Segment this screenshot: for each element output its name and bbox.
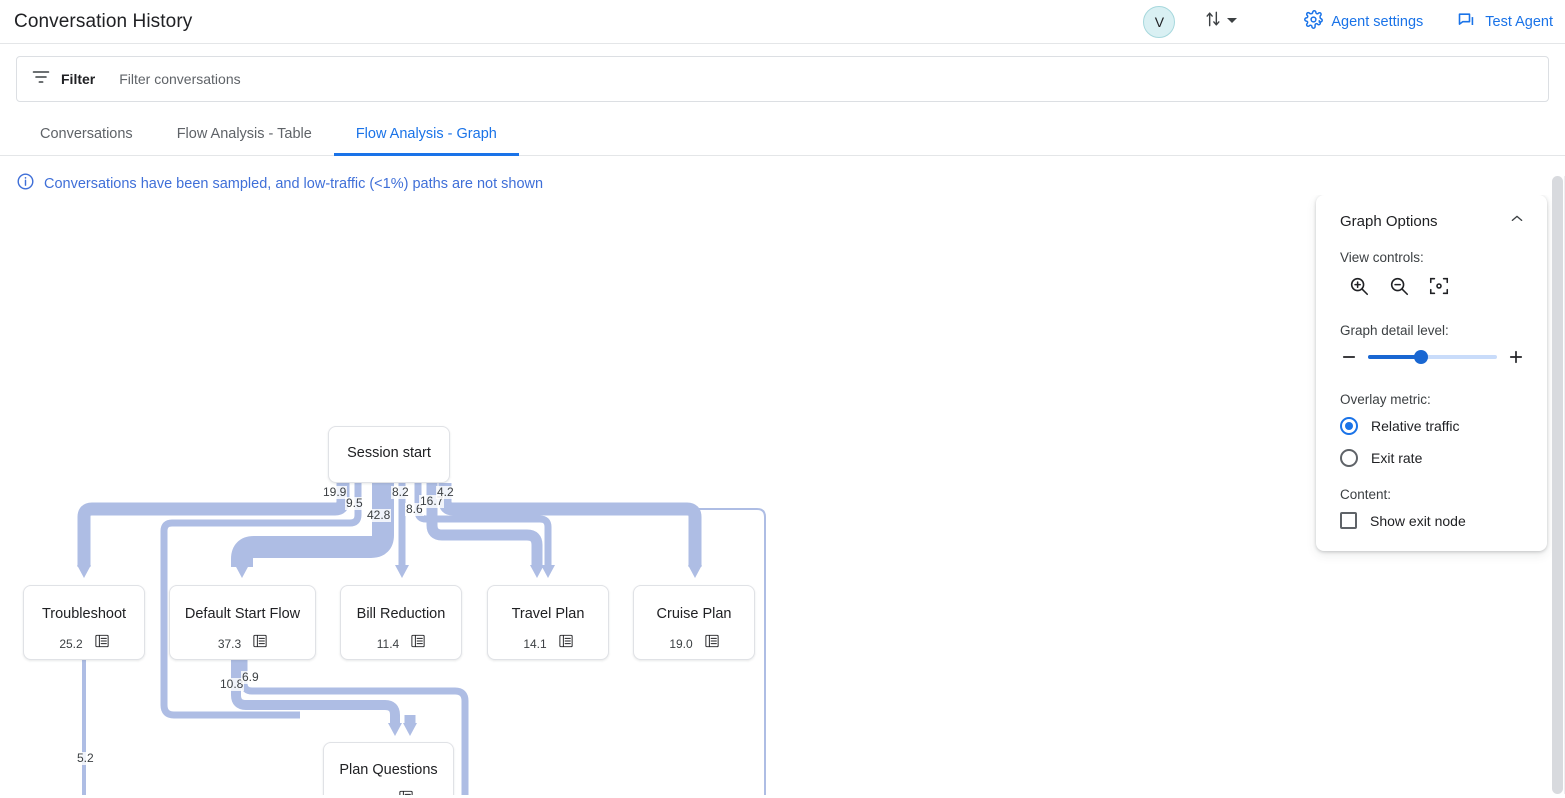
node-value: 37.3: [217, 636, 242, 651]
graph-options-panel: Graph Options View controls:: [1316, 195, 1547, 551]
node-label: Plan Questions: [339, 762, 438, 778]
radio-icon-checked[interactable]: [1340, 417, 1358, 435]
overlay-metric-label: Overlay metric:: [1340, 392, 1431, 407]
node-troubleshoot[interactable]: Troubleshoot 25.2: [23, 585, 145, 660]
sort-arrows-icon: [1203, 9, 1223, 34]
graph-detail-slider[interactable]: [1368, 350, 1497, 364]
node-bill-reduction[interactable]: Bill Reduction 11.4: [340, 585, 462, 660]
view-controls: [1340, 275, 1525, 299]
node-value: 11.4: [376, 636, 400, 651]
zoom-out-icon[interactable]: [1388, 275, 1412, 299]
edge-label: 5.2: [76, 751, 95, 765]
node-plan-questions[interactable]: Plan Questions 22.9: [323, 742, 454, 795]
chat-bubble-icon: [1457, 10, 1477, 34]
node-label: Bill Reduction: [356, 606, 446, 622]
node-value: 22.9: [364, 793, 387, 796]
view-controls-label: View controls:: [1340, 250, 1424, 265]
sampling-notice: Conversations have been sampled, and low…: [0, 156, 1565, 195]
node-cruise-plan[interactable]: Cruise Plan 19.0: [633, 585, 755, 660]
list-details-icon[interactable]: [399, 790, 413, 795]
node-metrics: 14.1: [523, 634, 573, 653]
node-label: Travel Plan: [511, 606, 585, 622]
list-details-icon[interactable]: [411, 634, 425, 653]
avatar[interactable]: V: [1143, 5, 1176, 38]
edge-label: 19.9: [322, 485, 348, 499]
agent-settings-label: Agent settings: [1331, 13, 1424, 30]
tab-conversations[interactable]: Conversations: [40, 126, 133, 142]
node-value: 14.1: [523, 636, 547, 651]
top-bar-actions: V Agent settings: [1143, 5, 1565, 38]
radio-label: Relative traffic: [1371, 418, 1460, 434]
node-label: Default Start Flow: [184, 606, 301, 622]
tab-flow-analysis-graph[interactable]: Flow Analysis - Graph: [333, 126, 519, 156]
node-value: 19.0: [669, 636, 693, 651]
page-title: Conversation History: [14, 10, 193, 32]
list-details-icon[interactable]: [95, 634, 109, 653]
edge-label: 6.9: [241, 670, 260, 684]
plus-icon[interactable]: [1507, 348, 1525, 366]
edge-label: 9.5: [345, 496, 364, 510]
list-details-icon[interactable]: [705, 634, 719, 653]
gear-icon: [1304, 10, 1324, 33]
tab-bar: Conversations Flow Analysis - Table Flow…: [0, 112, 1565, 156]
chevron-down-icon: [1226, 13, 1238, 31]
list-details-icon[interactable]: [253, 634, 267, 653]
minus-icon[interactable]: [1340, 348, 1358, 366]
zoom-in-icon[interactable]: [1348, 275, 1372, 299]
slider-fill: [1368, 355, 1421, 359]
graph-detail-label: Graph detail level:: [1340, 323, 1449, 338]
content-label: Content:: [1340, 487, 1392, 502]
edge-label: 4.2: [436, 485, 455, 499]
node-metrics: 22.9: [364, 790, 413, 795]
fit-to-screen-icon[interactable]: [1428, 275, 1452, 299]
filter-icon: [31, 67, 51, 92]
sampling-notice-text: Conversations have been sampled, and low…: [44, 175, 544, 192]
edge-label: 8.2: [391, 485, 410, 499]
test-agent-label: Test Agent: [1485, 13, 1553, 30]
node-label: Cruise Plan: [656, 606, 732, 622]
agent-settings-button[interactable]: Agent settings: [1304, 10, 1423, 33]
slider-thumb[interactable]: [1413, 350, 1428, 364]
test-agent-button[interactable]: Test Agent: [1457, 10, 1553, 34]
edge-label: 10.8: [219, 677, 245, 691]
node-label: Session start: [347, 445, 431, 461]
node-travel-plan[interactable]: Travel Plan 14.1: [487, 585, 609, 660]
radio-exit-rate[interactable]: Exit rate: [1340, 449, 1525, 467]
node-metrics: 37.3: [218, 634, 267, 653]
chevron-up-icon[interactable]: [1509, 211, 1525, 232]
node-metrics: 25.2: [59, 634, 109, 653]
node-label: Troubleshoot: [41, 606, 127, 622]
swap-agent-button[interactable]: [1203, 9, 1238, 34]
node-value: 25.2: [59, 636, 83, 651]
filter-bar[interactable]: Filter: [16, 56, 1549, 102]
radio-icon[interactable]: [1340, 449, 1358, 467]
edge-label: 42.8: [366, 508, 392, 522]
checkbox-show-exit-node[interactable]: Show exit node: [1340, 512, 1525, 529]
node-metrics: 11.4: [377, 634, 425, 653]
checkbox-icon[interactable]: [1340, 512, 1357, 529]
checkbox-label: Show exit node: [1370, 512, 1466, 529]
filter-bar-wrapper: Filter: [0, 44, 1565, 102]
graph-options-header[interactable]: Graph Options: [1340, 211, 1525, 232]
filter-label: Filter: [61, 71, 96, 87]
node-session-start[interactable]: Session start: [328, 426, 450, 483]
flow-graph-canvas[interactable]: Session start Troubleshoot 25.2 Default …: [0, 195, 1565, 795]
graph-options-title: Graph Options: [1340, 213, 1438, 230]
filter-input[interactable]: [117, 70, 618, 88]
radio-relative-traffic[interactable]: Relative traffic: [1340, 417, 1525, 435]
flow-graph-edges: [77, 483, 766, 795]
vertical-scrollbar[interactable]: [1552, 176, 1563, 794]
node-default-start-flow[interactable]: Default Start Flow 37.3: [169, 585, 316, 660]
radio-label: Exit rate: [1371, 450, 1423, 466]
info-icon: [16, 172, 35, 195]
graph-detail-slider-row: [1340, 348, 1525, 366]
tab-flow-analysis-table[interactable]: Flow Analysis - Table: [176, 126, 312, 142]
node-metrics: 19.0: [669, 634, 719, 653]
list-details-icon[interactable]: [559, 634, 573, 653]
top-bar: Conversation History V Agent settings: [0, 0, 1565, 44]
